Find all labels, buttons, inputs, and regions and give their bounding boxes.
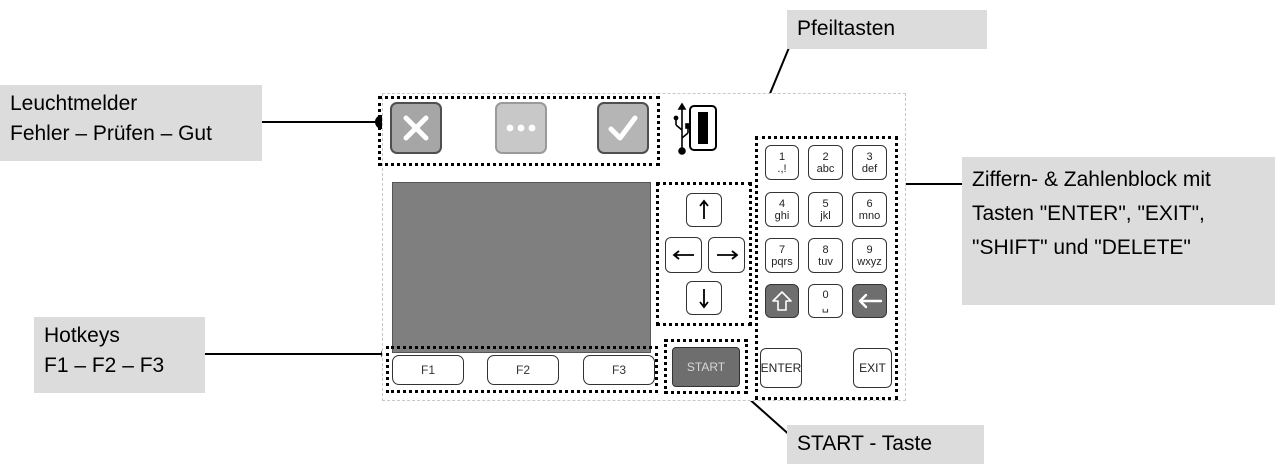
shift-arrow-icon xyxy=(772,291,792,311)
keypad-key-7[interactable]: 7 pqrs xyxy=(765,238,799,273)
hotkeys-outline xyxy=(386,346,658,393)
arrow-right-key[interactable] xyxy=(708,237,745,273)
f1-key-label: F1 xyxy=(420,363,435,377)
callout-leuchtmelder-line2: Fehler – Prüfen – Gut xyxy=(10,122,212,145)
usb-icon xyxy=(673,102,691,155)
lamp-good xyxy=(597,102,649,154)
keypad-key-4-letters: ghi xyxy=(774,209,790,222)
f1-key[interactable]: F1 xyxy=(392,355,464,385)
callout-start-taste-text: START - Taste xyxy=(797,432,932,455)
keypad-key-0[interactable]: 0 ␣ xyxy=(808,284,843,318)
keypad-key-8[interactable]: 8 tuv xyxy=(808,238,843,273)
lamp-group-outline xyxy=(378,96,660,166)
arrow-down-icon xyxy=(699,289,709,309)
enter-key[interactable]: ENTER xyxy=(760,348,802,388)
keypad-key-4-digit: 4 xyxy=(778,197,786,210)
shift-key[interactable] xyxy=(765,284,799,318)
keypad-key-0-digit: 0 xyxy=(822,289,829,301)
callout-hotkeys-line2: F1 – F2 – F3 xyxy=(44,354,165,377)
keypad-key-0-space: ␣ xyxy=(822,301,829,313)
delete-key[interactable] xyxy=(852,284,887,318)
callout-leuchtmelder-line1: Leuchtmelder xyxy=(10,92,138,115)
callout-ziffernblock: Ziffern- & Zahlenblock mit Tasten "ENTER… xyxy=(962,157,1275,305)
lamp-check xyxy=(495,102,547,154)
keypad-key-5[interactable]: 5 jkl xyxy=(808,192,843,227)
callout-hotkeys-line1: Hotkeys xyxy=(44,324,120,347)
keypad-key-3-digit: 3 xyxy=(866,150,873,163)
callout-ziffernblock-line3: "SHIFT" und "DELETE" xyxy=(972,236,1191,259)
arrow-right-icon xyxy=(716,250,738,260)
arrow-keys-outline xyxy=(656,182,752,326)
start-key-outline xyxy=(664,339,748,394)
exit-key-label: EXIT xyxy=(859,361,886,375)
lamp-error xyxy=(390,102,442,154)
arrow-up-icon xyxy=(699,199,709,219)
keypad-key-2-digit: 2 xyxy=(822,150,829,163)
keypad-outline xyxy=(755,136,898,400)
callout-ziffernblock-line2: Tasten "ENTER", "EXIT", xyxy=(972,202,1205,225)
callout-leuchtmelder: Leuchtmelder Fehler – Prüfen – Gut xyxy=(0,85,262,161)
callout-ziffernblock-line1: Ziffern- & Zahlenblock mit xyxy=(972,168,1211,191)
exit-key[interactable]: EXIT xyxy=(853,348,892,388)
x-icon xyxy=(403,115,429,141)
keypad-key-4[interactable]: 4 ghi xyxy=(765,192,799,227)
display-screen xyxy=(392,182,651,353)
keypad-key-7-digit: 7 xyxy=(778,243,786,256)
keypad-key-5-digit: 5 xyxy=(822,197,829,210)
keypad-key-6[interactable]: 6 mno xyxy=(852,192,887,227)
keypad-key-6-digit: 6 xyxy=(866,197,873,210)
callout-start-taste: START - Taste xyxy=(787,425,984,464)
keypad-key-9[interactable]: 9 wxyz xyxy=(852,238,887,273)
keypad-key-1-digit: 1 xyxy=(778,150,786,163)
keypad-key-9-letters: wxyz xyxy=(857,255,882,268)
start-key[interactable]: START xyxy=(672,347,740,387)
keypad-key-2[interactable]: 2 abc xyxy=(808,145,843,180)
keypad-key-3[interactable]: 3 def xyxy=(852,145,887,180)
usb-port-icon xyxy=(689,105,717,151)
arrow-down-key[interactable] xyxy=(686,281,722,315)
keypad-key-8-letters: tuv xyxy=(818,255,833,268)
f3-key-label: F3 xyxy=(611,363,626,377)
backspace-arrow-icon xyxy=(858,293,882,309)
f2-key[interactable]: F2 xyxy=(487,355,559,385)
ellipsis-icon xyxy=(506,124,536,132)
arrow-up-key[interactable] xyxy=(686,193,722,227)
keypad-key-7-letters: pqrs xyxy=(771,255,793,268)
keypad-key-5-letters: jkl xyxy=(820,209,831,222)
keypad-key-1-letters: .,! xyxy=(777,162,787,175)
f3-key[interactable]: F3 xyxy=(583,355,655,385)
keypad-key-6-letters: mno xyxy=(858,209,881,222)
callout-hotkeys: Hotkeys F1 – F2 – F3 xyxy=(34,317,205,393)
enter-key-label: ENTER xyxy=(760,361,802,375)
keypad-key-3-letters: def xyxy=(861,162,878,175)
f2-key-label: F2 xyxy=(515,363,530,377)
start-key-label: START xyxy=(686,360,726,374)
arrow-left-key[interactable] xyxy=(665,237,702,273)
keypad-key-2-letters: abc xyxy=(816,162,835,175)
checkmark-icon xyxy=(608,115,638,141)
keypad-key-1[interactable]: 1 .,! xyxy=(765,145,799,180)
keypad-key-9-digit: 9 xyxy=(866,243,873,256)
callout-pfeiltasten: Pfeiltasten xyxy=(787,10,987,49)
keypad-key-8-digit: 8 xyxy=(822,243,829,256)
arrow-left-icon xyxy=(672,250,694,260)
callout-pfeiltasten-text: Pfeiltasten xyxy=(797,17,896,40)
